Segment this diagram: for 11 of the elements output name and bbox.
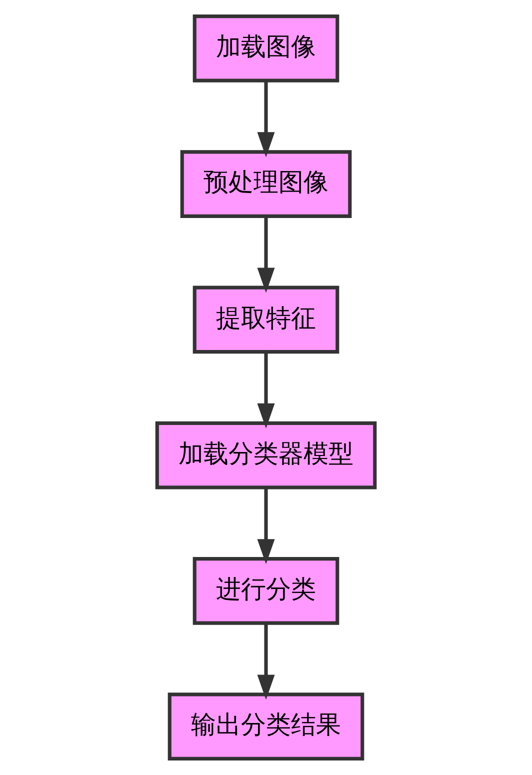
node-box: 加载图像	[192, 14, 340, 82]
node-box: 进行分类	[192, 557, 340, 625]
node-box: 加载分类器模型	[155, 421, 377, 490]
arrow	[257, 80, 275, 158]
node-box: 预处理图像	[180, 150, 352, 218]
arrow	[257, 216, 275, 293]
node-box: 提取特征	[192, 286, 340, 354]
arrow	[257, 488, 275, 564]
node-box: 输出分类结果	[168, 692, 364, 760]
arrow	[257, 352, 275, 428]
arrow	[257, 623, 275, 700]
